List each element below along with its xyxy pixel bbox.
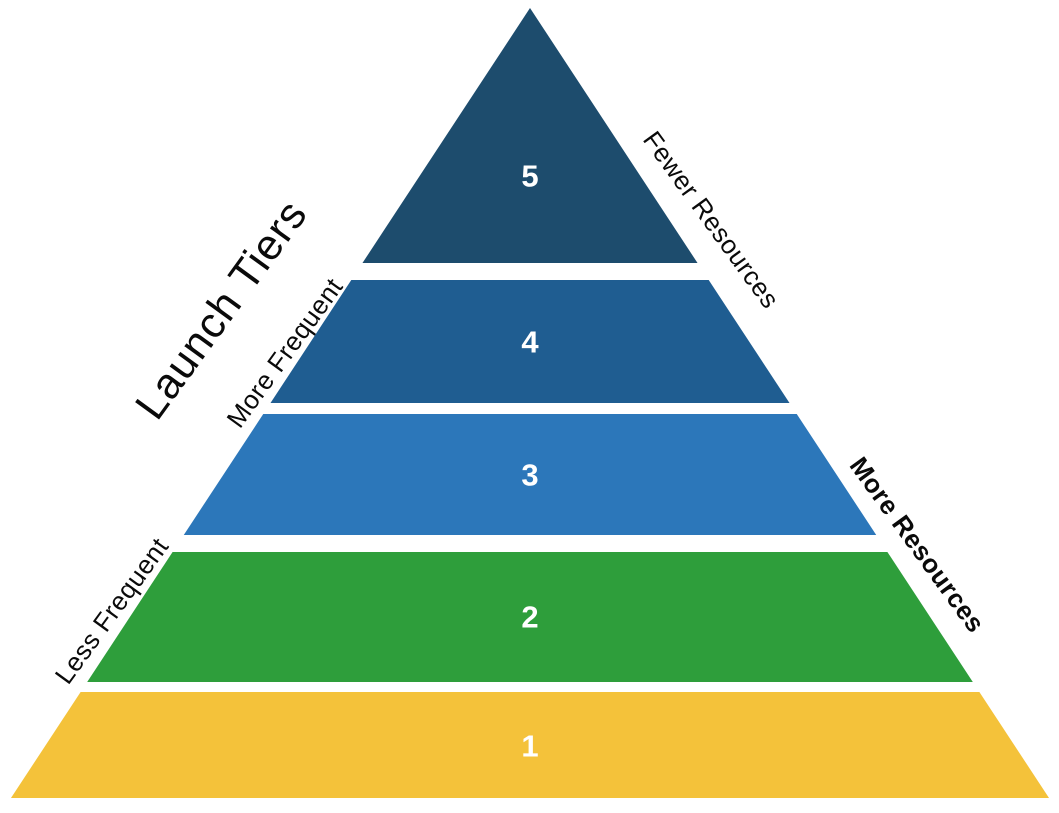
tier-3-number: 3 (521, 458, 538, 493)
tier-2-number: 2 (521, 600, 538, 635)
tier-5-number: 5 (521, 159, 538, 194)
tier-3-shape (183, 414, 877, 535)
tier-1-shape (10, 692, 1050, 798)
tier-4-number: 4 (521, 325, 539, 360)
tier-2-shape (87, 552, 973, 682)
tier-4-shape (270, 280, 790, 403)
tier-1-number: 1 (521, 729, 538, 764)
tier-5-shape (362, 8, 698, 263)
